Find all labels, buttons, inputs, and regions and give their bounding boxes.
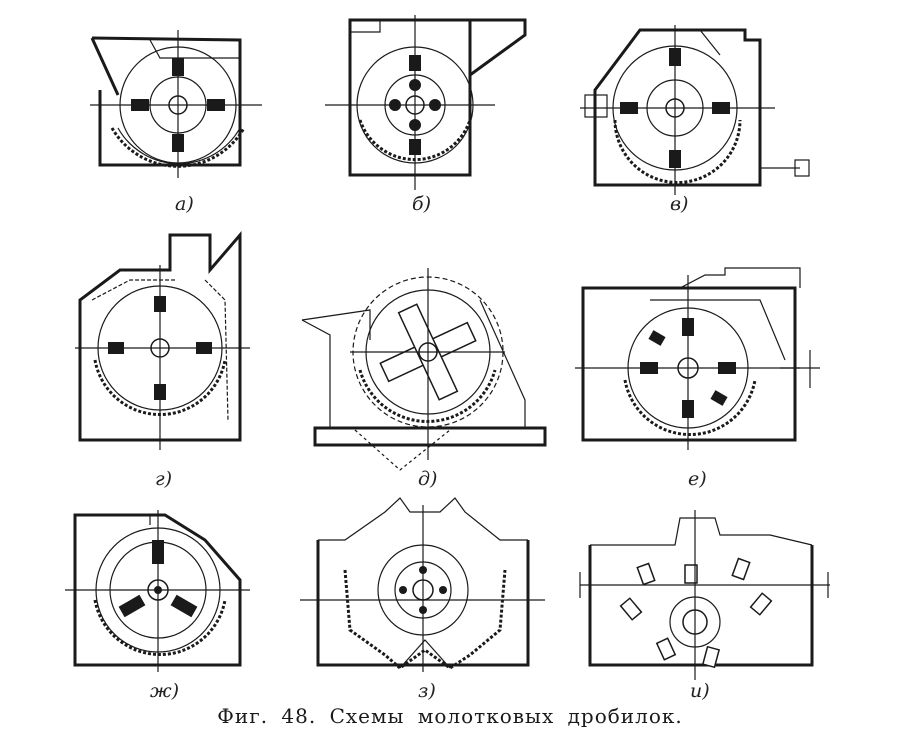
panel-label-z: з) bbox=[418, 680, 436, 702]
panel-z-diagram bbox=[300, 497, 545, 672]
panel-label-e: е) bbox=[688, 468, 707, 490]
panel-a-diagram bbox=[90, 30, 262, 178]
panel-zh-diagram bbox=[65, 510, 250, 672]
panel-label-g: г) bbox=[155, 468, 172, 490]
panel-label-d: д) bbox=[418, 468, 437, 490]
panel-label-a: а) bbox=[175, 193, 194, 215]
panel-d-diagram bbox=[301, 268, 547, 471]
figure-caption: Фиг. 48. Схемы молотковых дробилок. bbox=[217, 704, 683, 728]
panel-label-i: и) bbox=[690, 680, 710, 702]
panel-b-diagram bbox=[325, 15, 527, 190]
panel-i-diagram bbox=[579, 510, 830, 680]
panel-g-diagram bbox=[75, 230, 250, 450]
panel-label-zh: ж) bbox=[150, 680, 179, 702]
panel-v-diagram bbox=[580, 25, 810, 195]
panel-label-v: в) bbox=[670, 193, 688, 215]
panel-label-b: б) bbox=[412, 193, 431, 215]
panel-e-diagram bbox=[575, 267, 820, 450]
